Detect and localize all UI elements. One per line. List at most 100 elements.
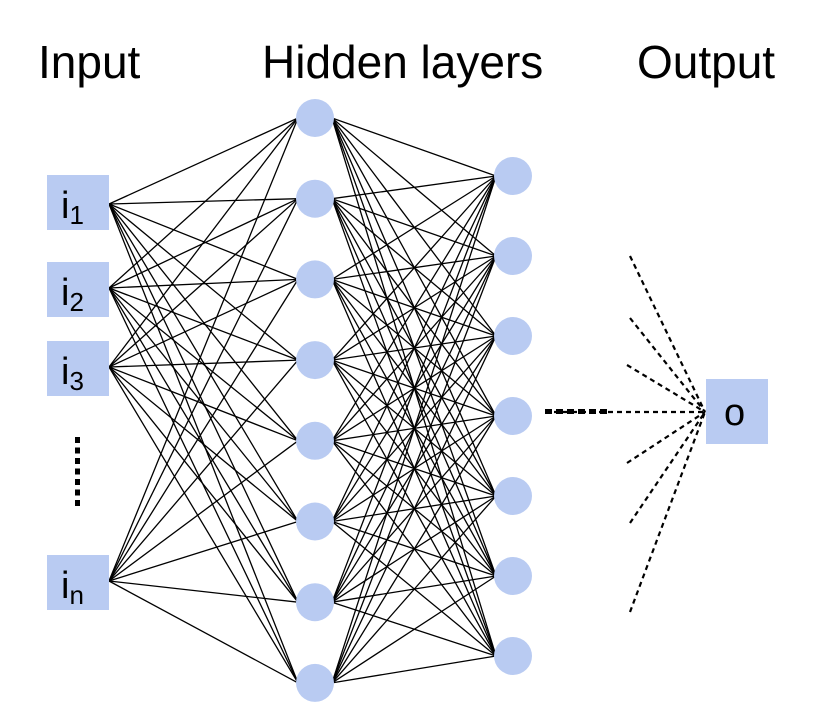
hidden-node — [296, 341, 334, 380]
hidden-layer-1 — [296, 99, 334, 702]
input-ellipsis — [75, 437, 80, 506]
connection-line — [331, 117, 497, 177]
hidden-node — [494, 557, 532, 595]
connection-line — [108, 287, 299, 361]
connection-line — [108, 117, 299, 368]
connection-line — [108, 366, 299, 603]
ellipsis-dot — [75, 447, 80, 454]
hidden-node — [494, 477, 532, 515]
dashed-connection-line — [629, 255, 706, 413]
connection-line — [108, 203, 299, 522]
connection-line — [108, 117, 299, 582]
output-node: o — [706, 379, 768, 444]
connection-line — [108, 198, 299, 368]
input-node-2: i2 — [47, 262, 109, 317]
hidden-node — [296, 583, 334, 622]
output-heading: Output — [637, 36, 775, 88]
connection-line — [108, 287, 299, 442]
ellipsis-dot — [75, 479, 80, 485]
hidden-node — [296, 421, 334, 460]
connection-line — [331, 575, 497, 684]
connection-line — [108, 366, 299, 442]
ellipsis-dot — [75, 489, 80, 496]
output-box — [706, 379, 768, 444]
connection-line — [331, 175, 497, 200]
ellipsis-dot — [556, 409, 563, 414]
connection-line — [331, 175, 497, 684]
connection-line — [108, 203, 299, 442]
connection-line — [108, 117, 299, 205]
output-dashed-connections — [545, 255, 707, 613]
connection-line — [108, 287, 299, 603]
input-label: i3 — [61, 351, 84, 396]
connection-line — [108, 580, 299, 684]
connection-line — [331, 175, 497, 442]
hidden-node — [296, 99, 334, 137]
hidden-node — [494, 157, 532, 195]
hidden-layers-heading: Hidden layers — [262, 36, 543, 88]
hidden-node — [494, 637, 532, 675]
dashed-connection-line — [626, 411, 706, 464]
ellipsis-dot — [75, 458, 80, 464]
ellipsis-dot — [567, 409, 574, 414]
input-label: in — [61, 565, 84, 610]
input-box — [47, 262, 109, 317]
connection-line — [108, 117, 299, 289]
connection-line — [108, 203, 299, 603]
connection-line — [331, 175, 497, 603]
dashed-connection-line — [629, 411, 706, 524]
connection-line — [108, 366, 299, 684]
connection-line — [331, 495, 497, 684]
ellipsis-dot — [75, 468, 80, 475]
ellipsis-dot — [545, 409, 552, 414]
input-to-hidden1-connections — [108, 117, 299, 684]
connection-line — [331, 415, 497, 684]
ellipsis-dot — [75, 437, 80, 443]
connection-line — [108, 366, 299, 523]
dashed-connection-line — [629, 317, 706, 413]
input-label: i1 — [61, 185, 84, 230]
connection-line — [331, 175, 497, 361]
input-heading: Input — [38, 36, 141, 88]
connection-line — [331, 335, 497, 684]
connection-line — [108, 198, 299, 205]
connection-line — [108, 198, 299, 582]
hidden-node — [494, 237, 532, 275]
ellipsis-dot — [578, 409, 585, 414]
connection-line — [108, 279, 299, 582]
input-box — [47, 175, 109, 230]
hidden1-to-hidden2-connections — [331, 117, 497, 684]
hidden-node — [296, 179, 334, 218]
connection-line — [108, 520, 299, 582]
hidden-node — [296, 663, 334, 702]
connection-line — [108, 440, 299, 582]
hidden-node — [494, 397, 532, 435]
connection-line — [331, 175, 497, 280]
connection-line — [331, 655, 497, 684]
input-node-3: i3 — [47, 341, 109, 396]
output-label: o — [724, 392, 745, 434]
ellipsis-dot — [589, 409, 596, 414]
connection-line — [331, 175, 497, 522]
connection-line — [108, 359, 299, 368]
connection-line — [108, 278, 299, 368]
ellipsis-dot — [600, 409, 607, 414]
connection-line — [108, 287, 299, 522]
input-node-n: in — [47, 555, 109, 610]
dashed-connection-line — [626, 364, 706, 413]
input-box — [47, 341, 109, 396]
input-label: i2 — [61, 272, 84, 317]
input-node-1: i1 — [47, 175, 109, 230]
connection-line — [108, 359, 299, 582]
ellipsis-dot — [75, 500, 80, 506]
connection-line — [108, 580, 299, 603]
hidden-layer-2 — [494, 157, 532, 675]
dashed-connection-line — [628, 411, 707, 613]
input-box — [47, 555, 109, 610]
hidden-node — [494, 317, 532, 355]
hidden-ellipsis — [545, 409, 607, 414]
hidden-node — [296, 260, 334, 299]
connection-line — [331, 255, 497, 684]
